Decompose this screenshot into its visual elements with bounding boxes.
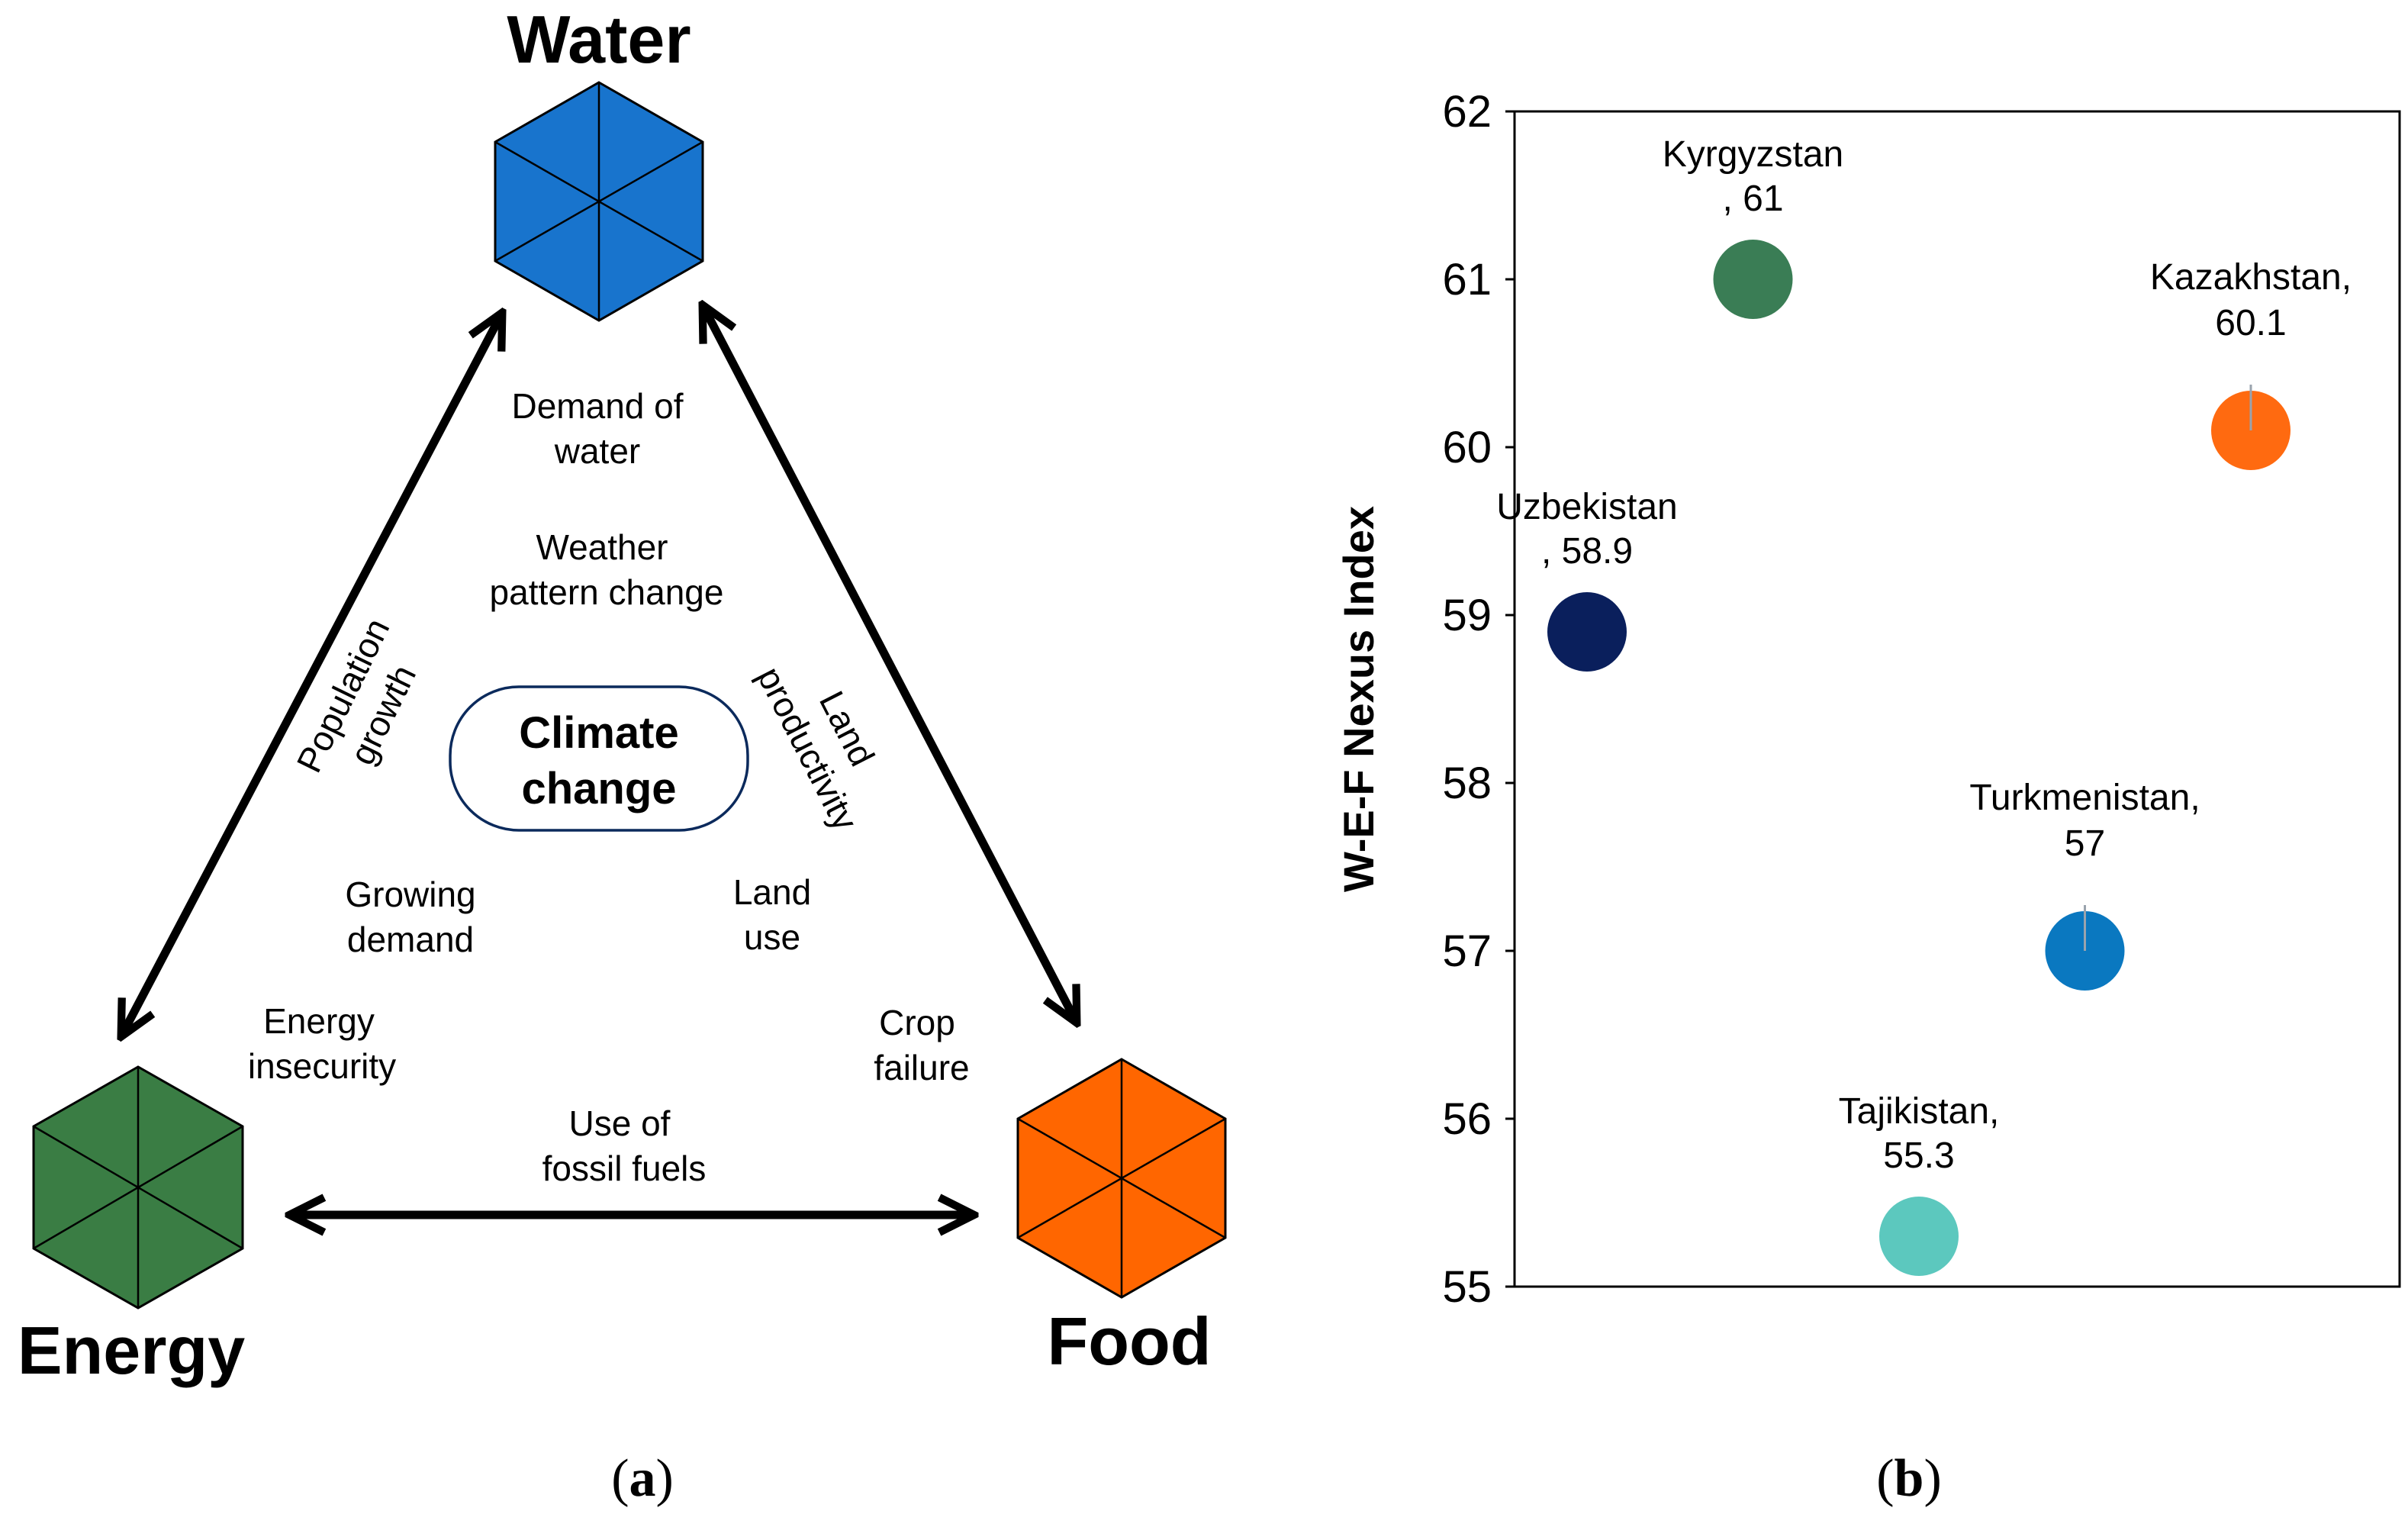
- panel-b-caption-close: ): [1924, 1449, 1941, 1508]
- label-demand-water-l2: water: [554, 431, 640, 471]
- food-title: Food: [1047, 1303, 1211, 1379]
- data-point-uzbekistan-marker: [1547, 592, 1627, 672]
- label-energy-insecurity: Energy insecurity: [248, 1001, 396, 1086]
- label-weather-l1: Weather: [536, 527, 668, 567]
- point-tajikistan: Tajikistan,55.3: [1839, 1091, 2000, 1276]
- point-kyrgyzstan: Kyrgyzstan, 61: [1663, 134, 1843, 319]
- label-growing-demand: Growing demand: [345, 875, 475, 959]
- label-growing-demand-l1: Growing: [345, 875, 475, 914]
- panel-a-caption: (a): [611, 1449, 674, 1508]
- climate-change-line1: Climate: [519, 708, 679, 758]
- label-demand-water-l1: Demand of: [511, 386, 683, 426]
- panel-a-caption-open: (: [611, 1449, 629, 1508]
- label-land-use-l2: use: [744, 917, 800, 957]
- label-land-use-l1: Land: [733, 872, 811, 912]
- panel-a-caption-close: ): [656, 1449, 674, 1508]
- label-population-growth: Population growth: [288, 612, 423, 778]
- plot-area-frame: [1513, 110, 2401, 1288]
- label-growing-demand-l2: demand: [347, 920, 474, 959]
- y-tick-label: 62: [1442, 87, 1492, 137]
- point-kazakhstan: Kazakhstan, 60.1: [2150, 257, 2352, 470]
- label-crop-failure: Crop failure: [874, 1003, 969, 1087]
- arrow-water-food: [703, 307, 1076, 1021]
- data-label-kyrgyzstan-line2: , 61: [1722, 179, 1783, 219]
- y-axis-ticks: 55 56 57 58 59 60 61 62: [1442, 87, 1515, 1312]
- point-turkmenistan: Turkmenistan, 57: [1969, 778, 2200, 991]
- panel-a: Water Energy Food Climate change Demand …: [18, 2, 1227, 1508]
- data-label-kyrgyzstan-line1: Kyrgyzstan: [1663, 134, 1843, 175]
- arrow-water-energy: [122, 314, 501, 1035]
- data-label-uzbekistan-line1: Uzbekistan: [1496, 487, 1677, 527]
- climate-change-line2: change: [521, 764, 676, 813]
- label-energy-insecurity-l2: insecurity: [248, 1046, 396, 1086]
- data-label-tajikistan-line2: 55.3: [1883, 1136, 1954, 1176]
- panel-a-caption-letter: a: [629, 1449, 656, 1508]
- label-fossil-fuels-l2: fossil fuels: [542, 1148, 707, 1188]
- data-point-tajikistan-marker: [1879, 1197, 1959, 1276]
- y-tick-label: 58: [1442, 759, 1492, 808]
- label-fossil-fuels-l1: Use of: [569, 1103, 671, 1143]
- label-demand-water: Demand of water: [511, 386, 683, 471]
- data-label-turkmenistan-line1: Turkmenistan,: [1969, 778, 2200, 818]
- data-points: Uzbekistan, 58.9 Kyrgyzstan, 61 Tajikistan…: [1496, 134, 2352, 1276]
- data-point-kyrgyzstan-marker: [1713, 240, 1793, 319]
- data-label-kazakhstan-line1: Kazakhstan,: [2150, 257, 2352, 298]
- panel-b-caption-open: (: [1876, 1449, 1894, 1508]
- y-tick-label: 59: [1442, 591, 1492, 640]
- label-land-use: Land use: [733, 872, 811, 957]
- data-label-kazakhstan-line2: 60.1: [2215, 303, 2286, 343]
- panel-b-chart: W-E-F Nexus Index 55 56 57 58 59 60 61 62 Uzbek…: [1334, 87, 2401, 1508]
- label-weather-l2: pattern change: [490, 572, 724, 612]
- panel-b-caption: (b): [1876, 1449, 1942, 1508]
- data-label-tajikistan-line1: Tajikistan,: [1839, 1091, 2000, 1132]
- energy-hexagon-icon: [32, 1065, 244, 1310]
- label-land-productivity: Land productivity: [750, 660, 883, 836]
- food-hexagon-icon: [1016, 1058, 1227, 1299]
- water-hexagon-icon: [494, 81, 704, 322]
- data-label-turkmenistan-line2: 57: [2065, 823, 2105, 864]
- y-axis-label: W-E-F Nexus Index: [1334, 506, 1383, 892]
- y-tick-label: 56: [1442, 1094, 1492, 1144]
- label-crop-failure-l1: Crop: [879, 1003, 955, 1042]
- label-crop-failure-l2: failure: [874, 1048, 969, 1087]
- label-fossil-fuels: Use of fossil fuels: [542, 1103, 707, 1188]
- label-energy-insecurity-l1: Energy: [263, 1001, 375, 1041]
- climate-change-box: [449, 685, 749, 832]
- label-weather-pattern: Weather pattern change: [490, 527, 724, 612]
- y-tick-label: 55: [1442, 1262, 1492, 1312]
- data-label-uzbekistan-line2: , 58.9: [1541, 531, 1633, 572]
- y-tick-label: 60: [1442, 423, 1492, 472]
- y-tick-label: 61: [1442, 255, 1492, 304]
- energy-title: Energy: [18, 1313, 245, 1388]
- panel-b-caption-letter: b: [1895, 1449, 1924, 1508]
- y-tick-label: 57: [1442, 926, 1492, 976]
- point-uzbekistan: Uzbekistan, 58.9: [1496, 487, 1678, 672]
- water-title: Water: [507, 2, 691, 77]
